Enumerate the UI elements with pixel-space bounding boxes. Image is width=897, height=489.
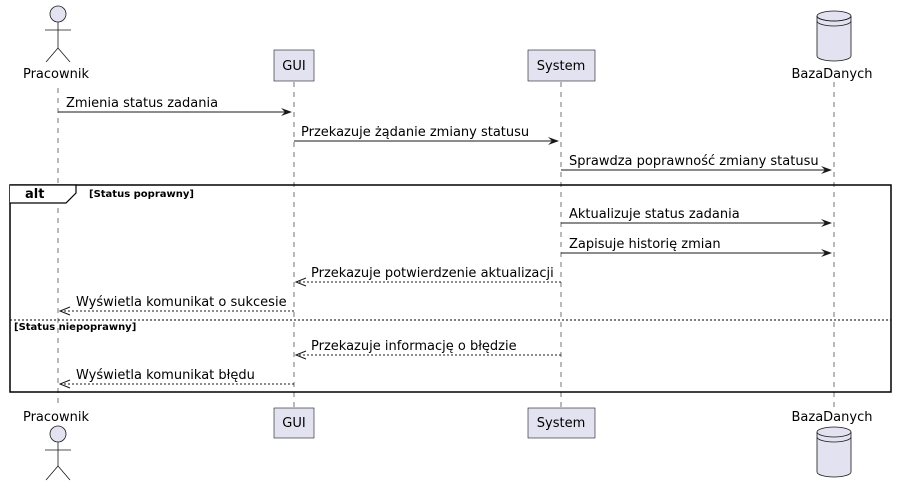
message-label: Zmienia status zadania [66, 96, 218, 111]
message-3: Sprawdza poprawność zmiany statusu [561, 154, 832, 174]
participant-label: System [537, 416, 585, 431]
message-label: Wyświetla komunikat błędu [76, 368, 255, 383]
alt-guard-1: [Status poprawny] [89, 189, 194, 200]
actor-icon [45, 425, 71, 481]
message-label: Sprawdza poprawność zmiany statusu [569, 154, 819, 169]
participant-system-bottom: System [527, 407, 596, 439]
participant-label: GUI [282, 59, 305, 74]
message-1: Zmienia status zadania [58, 96, 292, 116]
actor-icon [45, 5, 71, 63]
database-bazadanych-bottom: BazaDanych [792, 410, 873, 478]
alt-keyword: alt [25, 187, 44, 202]
message-label: Przekazuje informację o błędzie [311, 339, 517, 354]
message-6: Przekazuje potwierdzenie aktualizacji [294, 266, 561, 287]
actor-pracownik-bottom: Pracownik [23, 410, 90, 481]
actor-label: Pracownik [23, 410, 90, 425]
message-4: Aktualizuje status zadania [561, 207, 832, 227]
message-label: Wyświetla komunikat o sukcesie [76, 295, 287, 310]
database-bazadanych-top: BazaDanych [792, 10, 873, 82]
database-label: BazaDanych [792, 410, 873, 425]
message-5: Zapisuje historię zmian [561, 237, 832, 257]
participant-gui-top: GUI [273, 49, 315, 82]
alt-guard-2: [Status niepoprawny] [14, 322, 136, 333]
message-8: Przekazuje informację o błędzie [294, 339, 561, 360]
message-9: Wyświetla komunikat błędu [58, 368, 294, 389]
participant-label: System [537, 59, 585, 74]
database-icon [816, 426, 852, 478]
message-label: Aktualizuje status zadania [569, 207, 740, 222]
message-7: Wyświetla komunikat o sukcesie [58, 295, 294, 316]
message-label: Przekazuje potwierdzenie aktualizacji [311, 266, 554, 281]
actor-pracownik-top: Pracownik [23, 5, 90, 82]
message-label: Zapisuje historię zmian [569, 237, 721, 252]
participant-gui-bottom: GUI [273, 407, 315, 439]
participant-system-top: System [527, 49, 596, 82]
message-label: Przekazuje żądanie zmiany statusu [301, 125, 529, 140]
database-icon [816, 10, 852, 62]
alt-fragment: alt [Status poprawny] [Status niepoprawn… [9, 184, 892, 393]
message-2: Przekazuje żądanie zmiany statusu [294, 125, 559, 145]
database-label: BazaDanych [792, 67, 873, 82]
participant-label: GUI [282, 416, 305, 431]
actor-label: Pracownik [23, 67, 90, 82]
